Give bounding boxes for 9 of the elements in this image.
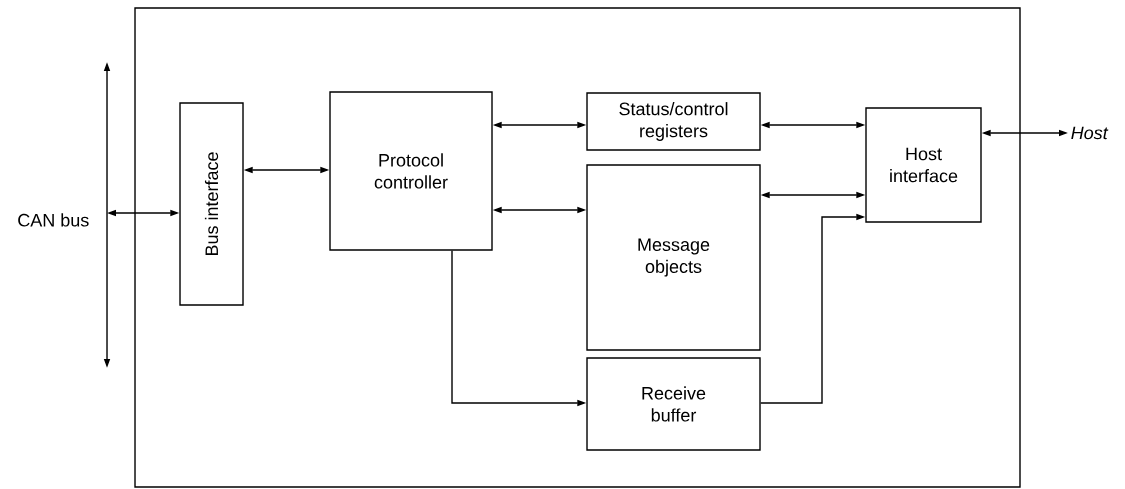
frame-box [134, 7, 1021, 488]
controller-box: Protocol controller [329, 91, 493, 251]
buffer-box: Receive buffer [586, 357, 761, 451]
interface-box: Host interface [865, 107, 982, 223]
bus-label: CAN bus [18, 213, 89, 227]
interface-box: Bus interface [179, 102, 244, 306]
host-label: Host [1071, 126, 1109, 140]
memory-box: Message objects [586, 164, 761, 351]
register-box: Status/control registers [586, 92, 761, 151]
